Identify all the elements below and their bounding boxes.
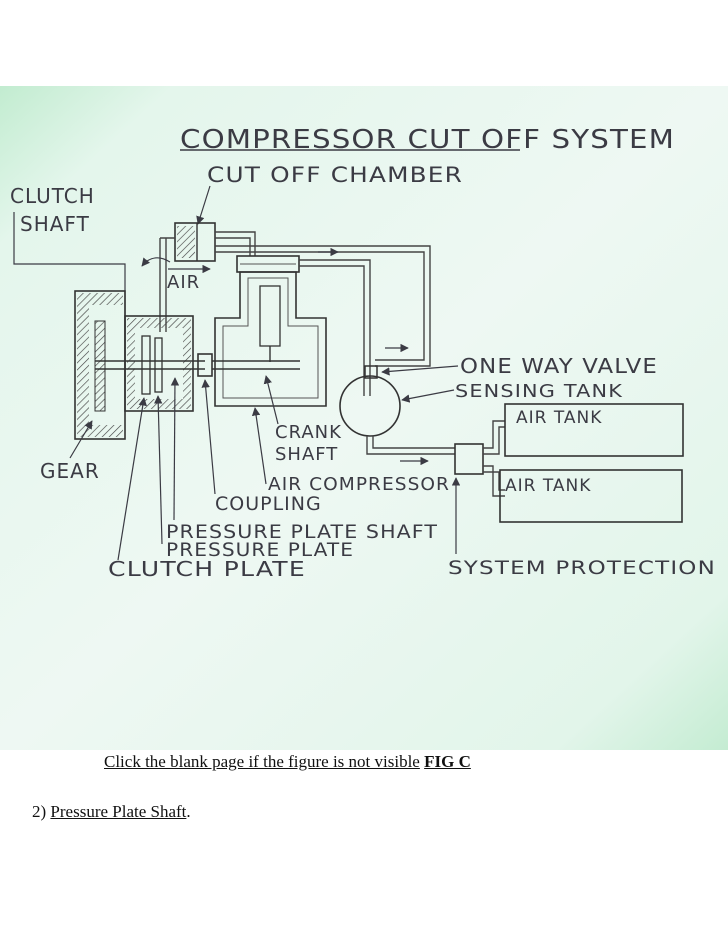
label-one-way-valve: ONE WAY VALVE xyxy=(460,354,658,378)
pointer-clutch-plate xyxy=(117,397,147,561)
label-cut-off-chamber: CUT OFF CHAMBER xyxy=(207,163,463,187)
label-sensing-tank: SENSING TANK xyxy=(455,381,623,402)
pointer-pressure-plate xyxy=(154,395,163,545)
pointer-pressure-plate-shaft xyxy=(170,377,180,521)
pipe-chamber-to-head xyxy=(215,231,256,256)
system-protection-valve xyxy=(454,443,484,475)
pointer-coupling xyxy=(201,379,216,495)
pointer-sensing-tank xyxy=(401,389,455,403)
list-item-text: Pressure Plate Shaft xyxy=(50,802,187,821)
coupling xyxy=(197,353,213,377)
figure-caption: Click the blank page if the figure is no… xyxy=(104,752,471,772)
air-tank-2 xyxy=(499,469,683,523)
label-system-protection: SYSTEM PROTECTION xyxy=(448,557,716,579)
list-item-period: . xyxy=(186,802,191,821)
label-crank-shaft-line1: CRANK xyxy=(275,422,342,443)
paper-background xyxy=(0,86,728,750)
label-gear: GEAR xyxy=(40,459,100,483)
list-item-number: 2) xyxy=(32,802,47,821)
air-arrow-left xyxy=(141,257,171,267)
air-tank-1 xyxy=(504,403,684,457)
pointer-one-way-valve xyxy=(381,365,459,376)
label-clutch-shaft-line1: CLUTCH xyxy=(10,184,95,208)
label-crank-shaft-line2: SHAFT xyxy=(275,444,338,465)
label-air-tank-1: AIR TANK xyxy=(516,408,602,428)
caption-figure-label: FIG C xyxy=(424,752,471,771)
label-clutch-plate: CLUTCH PLATE xyxy=(108,557,306,581)
pipe-to-air-tank-1 xyxy=(483,420,505,455)
label-air: AIR xyxy=(167,272,200,293)
pointer-air-compressor xyxy=(251,407,267,485)
label-clutch-shaft-line2: SHAFT xyxy=(20,212,90,236)
diagram-canvas: COMPRESSOR CUT OFF SYSTEM CUT OFF CHAMBE… xyxy=(0,86,728,750)
pointer-gear xyxy=(69,420,93,459)
pipe-tank-to-protection xyxy=(366,436,455,455)
label-pressure-plate-shaft: PRESSURE PLATE SHAFT xyxy=(166,521,438,543)
one-way-valve xyxy=(364,365,378,379)
diagram-figure: COMPRESSOR CUT OFF SYSTEM CUT OFF CHAMBE… xyxy=(0,86,728,750)
cut-off-chamber xyxy=(174,222,216,262)
label-air-compressor: AIR COMPRESSOR xyxy=(268,474,450,495)
clutch-plate xyxy=(141,335,151,395)
pipe-to-air-tank-2 xyxy=(483,465,505,497)
pipe-head-to-tank xyxy=(299,259,371,396)
caption-link-text[interactable]: Click the blank page if the figure is no… xyxy=(104,752,420,771)
label-coupling: COUPLING xyxy=(215,493,322,515)
label-air-tank-2: AIR TANK xyxy=(505,476,591,496)
pointer-cut-off-chamber xyxy=(196,185,211,225)
sensing-tank xyxy=(339,375,401,437)
main-shaft xyxy=(95,360,205,370)
pointer-crank-shaft xyxy=(263,375,279,425)
air-compressor xyxy=(212,271,327,407)
label-pressure-plate: PRESSURE PLATE xyxy=(166,539,354,561)
pressure-plate xyxy=(154,337,163,393)
list-item: 2) Pressure Plate Shaft. xyxy=(32,802,191,822)
